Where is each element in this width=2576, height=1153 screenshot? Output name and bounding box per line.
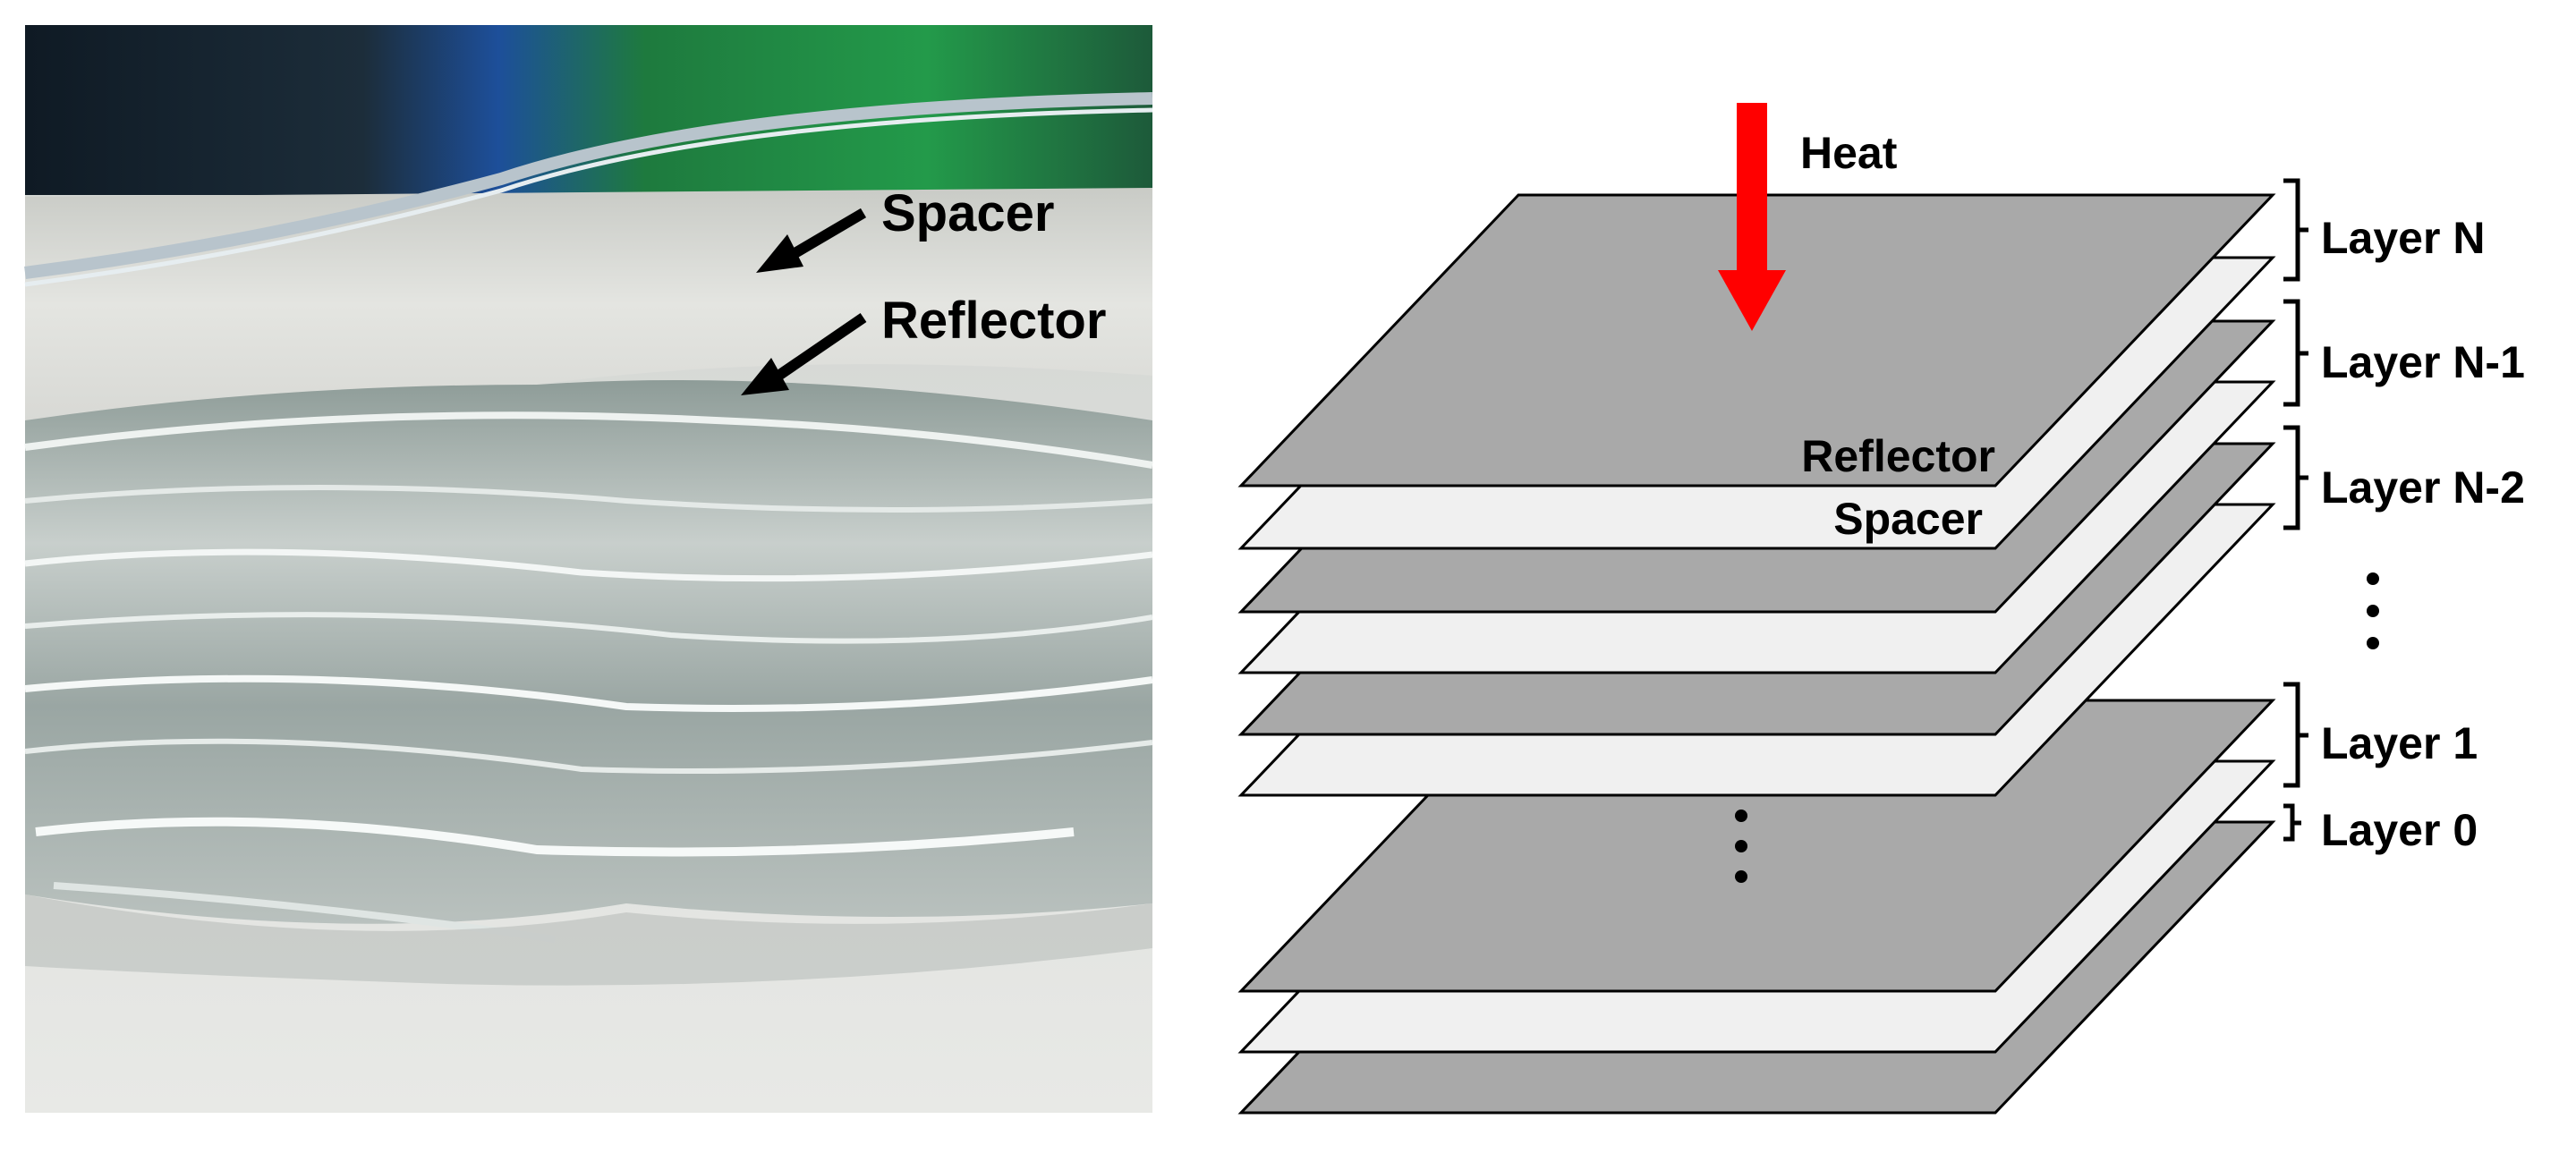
photo-spacer-label: Spacer	[881, 184, 1054, 242]
layer-label-n-1: Layer N-1	[2321, 337, 2525, 387]
layer-diagram: Heat Reflector Spacer Layer N Layer N-1 …	[1237, 103, 2525, 1115]
layer-ellipsis	[2367, 572, 2379, 649]
spacer-arrow	[756, 208, 867, 273]
reflector-plate	[1237, 193, 2276, 487]
plate-spacer-label: Spacer	[1833, 494, 1983, 544]
heat-arrow	[1718, 103, 1786, 331]
mli-photo: Spacer Reflector	[24, 25, 1153, 1113]
reflector-arrow	[741, 313, 867, 395]
layer-label-1: Layer 1	[2321, 718, 2478, 768]
photo-reflector-label: Reflector	[881, 292, 1106, 350]
layer-label-n: Layer N	[2321, 213, 2485, 263]
layer-label-0: Layer 0	[2321, 805, 2478, 855]
plate-reflector-label: Reflector	[1801, 431, 1995, 481]
heat-label: Heat	[1800, 128, 1898, 178]
plate-stack	[1237, 193, 2276, 1115]
layer-brackets	[2283, 178, 2308, 842]
stack-ellipsis	[1735, 810, 1747, 883]
layer-label-n-2: Layer N-2	[2321, 462, 2525, 513]
